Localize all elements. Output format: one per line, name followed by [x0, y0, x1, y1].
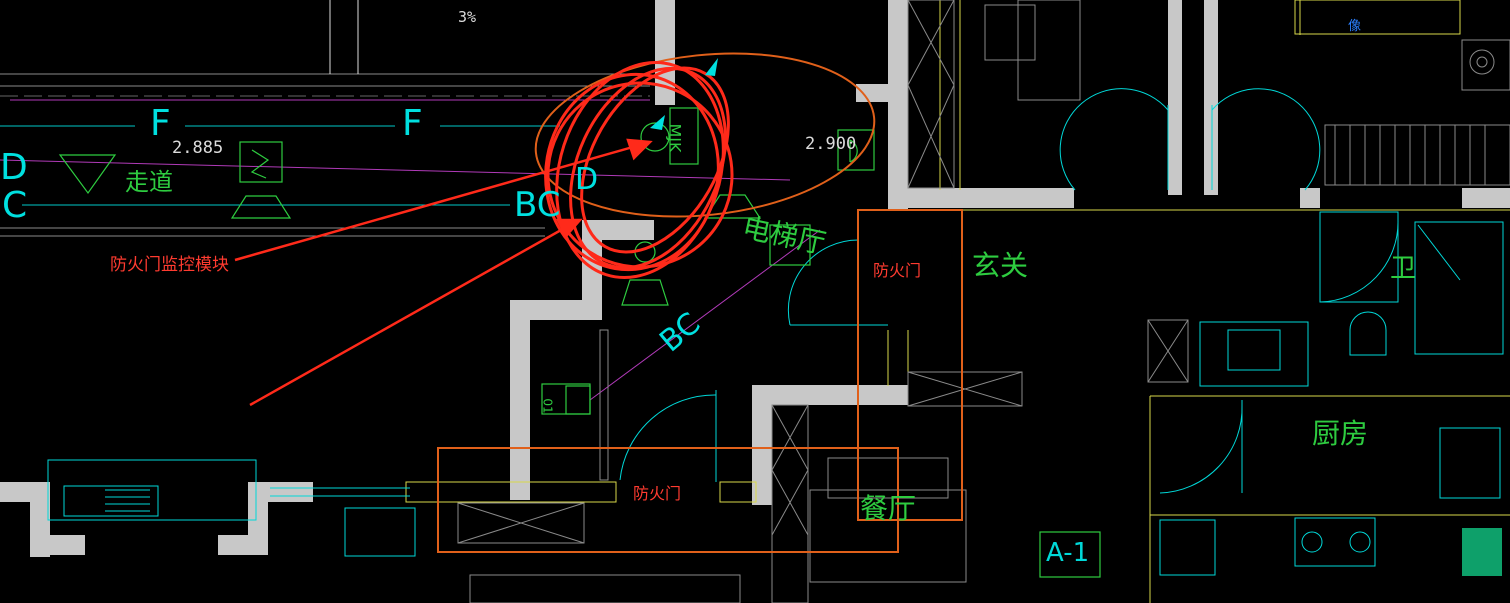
room-dining: 餐厅	[860, 492, 917, 525]
unit-tag: A-1	[1046, 538, 1090, 568]
red-scribble	[544, 61, 734, 279]
cyan-markers	[650, 58, 1502, 576]
red-arrows	[234, 138, 653, 407]
cable-line-diag	[589, 229, 821, 401]
axis-f-left: F	[150, 103, 171, 144]
room-bath: 卫	[1390, 254, 1417, 284]
room-corridor: 走道	[125, 168, 173, 196]
walls	[0, 0, 1510, 557]
room-foyer: 玄关	[972, 249, 1029, 282]
room-kitchen: 厨房	[1312, 417, 1369, 450]
vertical-small-label: 01	[540, 398, 555, 414]
axis-lines	[0, 125, 560, 206]
fire-door-label-bottom: 防火门	[633, 484, 682, 503]
axis-d-left: D	[0, 147, 28, 188]
yellow-outlines	[405, 0, 1510, 603]
axis-bc-mid: BC	[514, 185, 561, 225]
fire-door-label-right: 防火门	[873, 261, 922, 280]
orange-highlights	[437, 52, 963, 553]
fire-door-monitoring-module-label: 防火门监控模块	[110, 255, 229, 275]
axis-d-small: D	[575, 162, 599, 197]
cable-line	[0, 159, 791, 181]
mjk-device-label: MJK	[665, 123, 685, 153]
slope-label: 3%	[458, 8, 477, 26]
corridor-lines	[0, 0, 650, 237]
elevation-right: 2.900	[805, 134, 857, 154]
axis-c-left: C	[2, 185, 28, 226]
axis-f-right: F	[402, 103, 423, 144]
blue-mark: 像	[1348, 19, 1362, 34]
elevation-left: 2.885	[172, 138, 224, 158]
green-symbols	[58, 107, 1101, 578]
furniture	[457, 0, 1510, 603]
door-swings	[47, 88, 1504, 576]
